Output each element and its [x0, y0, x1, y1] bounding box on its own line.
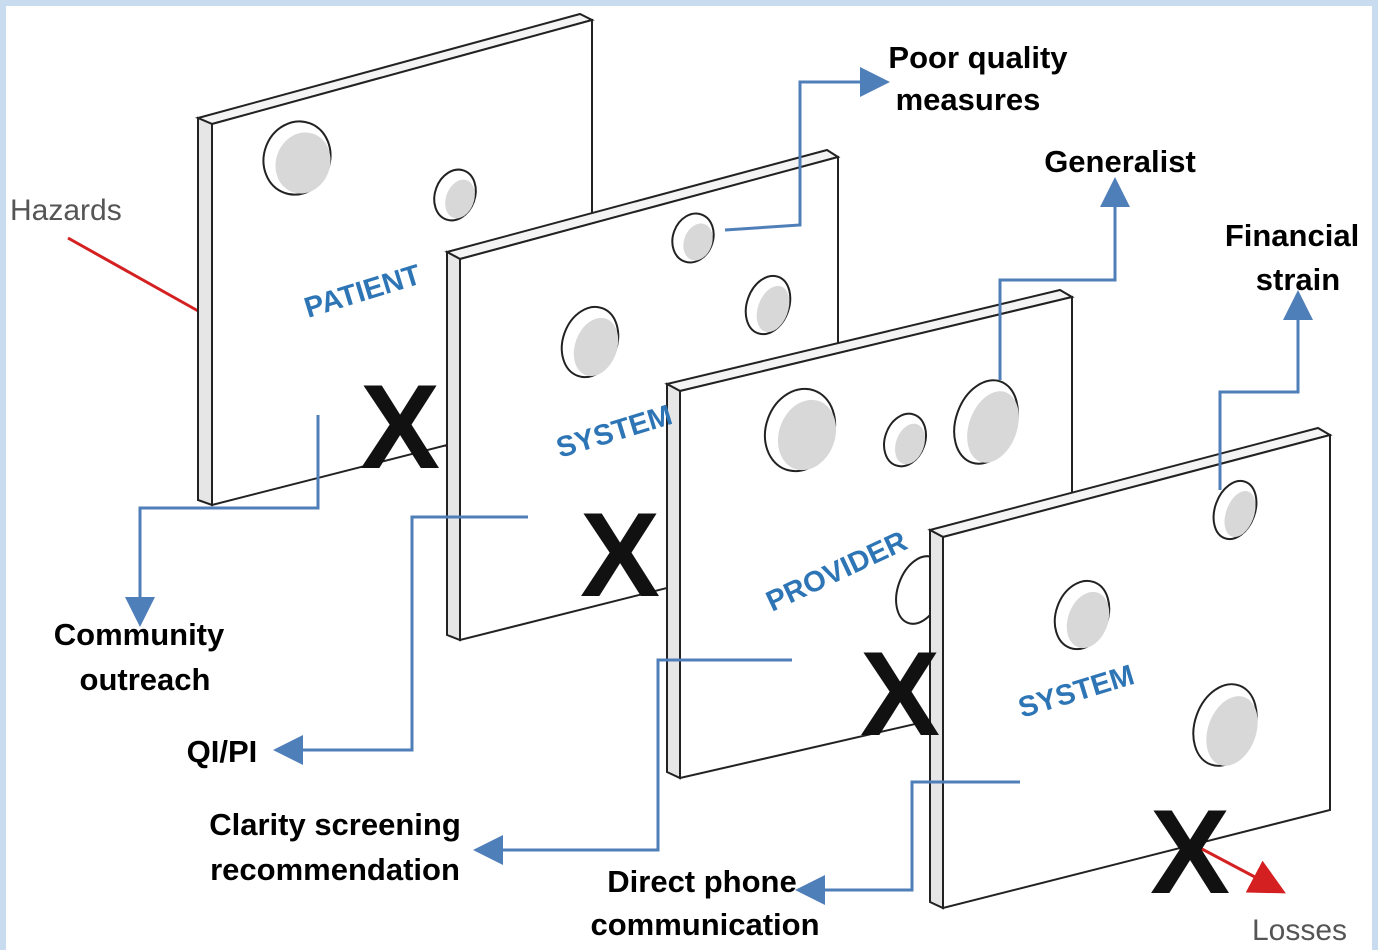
hazards-label: Hazards [10, 194, 122, 227]
x-mark-patient: X [360, 360, 440, 494]
connector-qipi [273, 515, 528, 765]
callout-clarity-line2: recommendation [210, 852, 460, 887]
callout-financial-line1: Financial [1225, 218, 1359, 253]
callout-community-line1: Community [54, 617, 225, 652]
callout-poor-quality-line2: measures [896, 82, 1041, 117]
callout-direct-phone-line1: Direct phone [607, 864, 796, 899]
losses-label: Losses [1252, 914, 1347, 947]
callout-financial-line2: strain [1256, 262, 1340, 297]
callout-generalist: Generalist [1044, 144, 1196, 179]
connector-financial [1218, 290, 1313, 490]
x-mark-system-1: X [580, 488, 660, 622]
connector-community [125, 415, 320, 627]
connector-clarity [473, 658, 792, 865]
connector-generalist [998, 177, 1130, 380]
x-mark-system-2: X [1150, 785, 1230, 919]
callout-community-line2: outreach [80, 662, 211, 697]
x-mark-provider: X [860, 627, 940, 761]
callout-poor-quality-line1: Poor quality [888, 40, 1068, 75]
plate-system-2 [927, 426, 1333, 910]
callout-qipi: QI/PI [187, 734, 258, 769]
connector-direct-phone [795, 780, 1020, 905]
connector-poor-quality [724, 67, 890, 232]
hazard-line-start [67, 236, 201, 314]
callout-direct-phone-line2: communication [590, 907, 819, 942]
callout-clarity-line1: Clarity screening [209, 807, 461, 842]
